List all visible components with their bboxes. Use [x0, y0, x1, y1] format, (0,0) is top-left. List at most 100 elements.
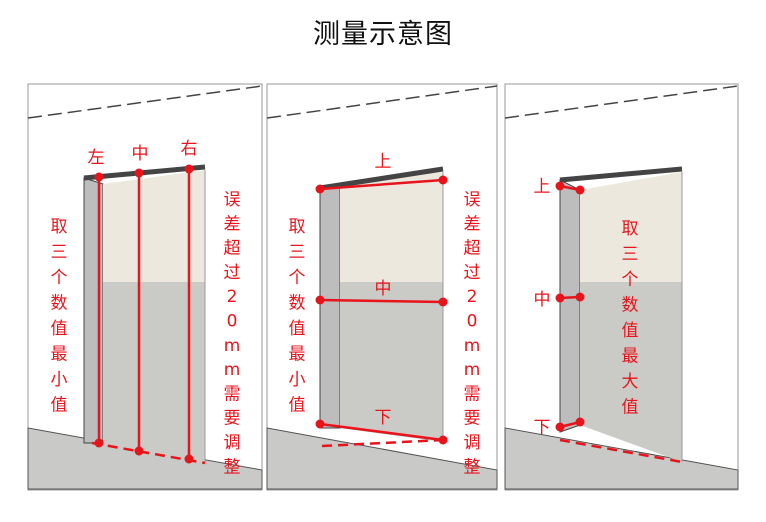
- window-header: [559, 166, 683, 183]
- ceiling-line: [266, 85, 498, 119]
- measure-point-dot: [94, 438, 104, 448]
- note-char: 三: [622, 245, 639, 265]
- measure-point-dot: [134, 168, 144, 178]
- note-char: 误: [224, 190, 241, 210]
- note-char: 超: [464, 239, 481, 259]
- note-char: 小: [51, 370, 68, 390]
- note-char: 差: [224, 214, 241, 234]
- note-char: 差: [464, 214, 481, 234]
- floor-dashed-line: [91, 441, 206, 465]
- measure-point-dot: [315, 184, 325, 194]
- measure-point-dot: [555, 422, 565, 432]
- note-char: 要: [224, 409, 241, 429]
- note-char: 调: [464, 433, 481, 453]
- note-char: 最: [622, 347, 639, 367]
- label-middle: 中: [534, 290, 551, 310]
- diagram-title: 测量示意图: [313, 19, 453, 50]
- note-char: 数: [289, 294, 306, 314]
- note-char: 数: [51, 294, 68, 314]
- note-char: 值: [622, 321, 639, 341]
- floor-dashed-line: [321, 438, 444, 448]
- window-lower: [340, 282, 443, 442]
- note-char: 值: [51, 396, 68, 416]
- note-char: 整: [224, 457, 241, 477]
- note-char: 要: [464, 409, 481, 429]
- note-char: m: [224, 360, 241, 380]
- measure-point-dot: [438, 297, 448, 307]
- label-top: 上: [534, 177, 551, 197]
- note-char: 三: [289, 243, 306, 263]
- note-char: 小: [289, 370, 306, 390]
- note-char: 值: [51, 319, 68, 339]
- measure-point-dot: [184, 164, 194, 174]
- note-char: 最: [51, 345, 68, 365]
- measure-point-dot: [555, 181, 565, 191]
- note-char: 2: [467, 287, 478, 307]
- window-upper: [580, 172, 682, 282]
- panel: [504, 83, 739, 491]
- note-char: 大: [622, 372, 639, 392]
- label-middle: 中: [375, 279, 392, 299]
- floor: [504, 427, 739, 490]
- measure-point-dot: [315, 295, 325, 305]
- note-char: 三: [51, 243, 68, 263]
- note-char: 最: [289, 345, 306, 365]
- label-left: 左: [88, 148, 105, 168]
- note-char: 取: [622, 219, 639, 239]
- note-char: 值: [289, 319, 306, 339]
- note-char: m: [464, 360, 481, 380]
- note-char: 个: [51, 268, 68, 288]
- note-char: 个: [622, 270, 639, 290]
- panel: [266, 83, 498, 491]
- note-char: 值: [622, 398, 639, 418]
- width-measure-line: [319, 422, 444, 442]
- measure-point-dot: [315, 419, 325, 429]
- note-char: 个: [289, 268, 306, 288]
- window-lower: [103, 282, 205, 462]
- window-upper: [340, 172, 443, 282]
- window-lower: [580, 282, 682, 462]
- label-bottom: 下: [534, 418, 551, 438]
- note-char: 误: [464, 190, 481, 210]
- measure-point-dot: [575, 185, 585, 195]
- note-char: 2: [227, 287, 238, 307]
- measure-point-dot: [94, 172, 104, 182]
- window-header: [319, 166, 444, 191]
- measure-point-dot: [555, 293, 565, 303]
- note-char: 数: [622, 296, 639, 316]
- window-jamb: [559, 179, 581, 433]
- label-right: 右: [181, 139, 198, 159]
- floor: [266, 427, 498, 490]
- window-jamb: [319, 185, 341, 429]
- measure-point-dot: [438, 435, 448, 445]
- note-char: m: [224, 336, 241, 356]
- note-char: 调: [224, 433, 241, 453]
- measure-point-dot: [184, 454, 194, 464]
- measure-point-dot: [575, 417, 585, 427]
- measure-point-dot: [575, 292, 585, 302]
- label-bottom: 下: [375, 408, 392, 428]
- note-char: 整: [464, 457, 481, 477]
- note-char: 需: [224, 384, 241, 404]
- note-char: 需: [464, 384, 481, 404]
- note-char: 取: [289, 217, 306, 237]
- window-upper: [103, 170, 205, 282]
- measure-point-dot: [438, 175, 448, 185]
- note-char: 过: [224, 263, 241, 283]
- note-char: m: [464, 336, 481, 356]
- measure-point-dot: [134, 446, 144, 456]
- label-top: 上: [375, 152, 392, 172]
- note-char: 0: [467, 312, 478, 332]
- note-char: 值: [289, 396, 306, 416]
- width-measure-line: [319, 178, 444, 191]
- note-char: 取: [51, 217, 68, 237]
- floor-dashed-line: [559, 438, 683, 464]
- width-measure-line: [319, 298, 444, 304]
- note-char: 超: [224, 239, 241, 259]
